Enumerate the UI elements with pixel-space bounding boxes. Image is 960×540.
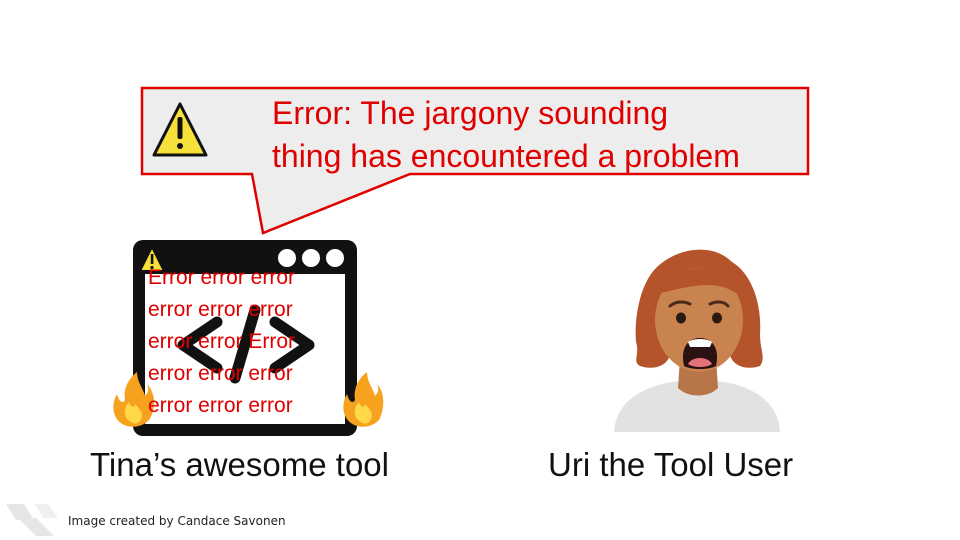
error-line-3: error error Error (148, 330, 296, 353)
tool-caption: Tina’s awesome tool (90, 446, 389, 483)
eye-right (712, 312, 722, 324)
error-line-5: error error error (148, 394, 293, 417)
code-brackets-icon (177, 304, 315, 384)
tongue (688, 358, 712, 367)
face (655, 268, 743, 372)
error-message: Error: The jargony sounding thing has en… (272, 92, 740, 178)
error-line-2: error error error (148, 298, 293, 321)
logo-mark (6, 504, 58, 536)
error-line-1: Error error error (148, 266, 296, 289)
fire-icon-left (113, 372, 155, 427)
warning-icon (152, 102, 208, 157)
eyebrow-right (708, 300, 730, 308)
fire-icon-right (343, 372, 384, 427)
worried-user-avatar (614, 249, 780, 432)
teeth (688, 339, 712, 347)
bangs (656, 268, 742, 298)
error-message-line-2: thing has encountered a problem (272, 138, 740, 174)
error-line-4: error error error (148, 362, 293, 385)
error-text-block: Error error error error error error erro… (148, 265, 344, 425)
small-warning-icon (139, 246, 165, 272)
error-message-line-1: Error: The jargony sounding (272, 95, 669, 131)
image-credit: Image created by Candace Savonen (68, 514, 286, 528)
window-dot-3 (326, 249, 344, 267)
window-dot-1 (278, 249, 296, 267)
window-dot-2 (302, 249, 320, 267)
eyebrow-left (668, 300, 692, 308)
user-caption: Uri the Tool User (548, 446, 794, 483)
eye-left (676, 312, 686, 324)
tool-window (113, 240, 384, 436)
shirt (614, 380, 780, 432)
